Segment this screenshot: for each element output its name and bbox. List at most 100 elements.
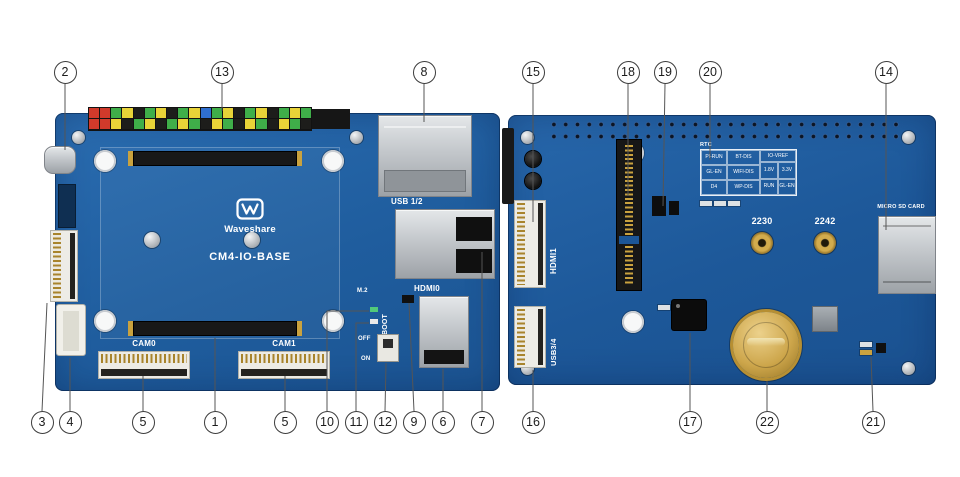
- gpio-pin: [200, 108, 211, 118]
- microsd-label: MICRO SD CARD: [877, 204, 925, 210]
- ic-pin1-dot: [676, 304, 680, 308]
- gpio-pin: [234, 108, 245, 118]
- standoff-2230-label: 2230: [751, 216, 773, 226]
- callout-19: 19: [653, 60, 677, 84]
- config-row: 1.8V 3.3V: [760, 162, 796, 179]
- inductor: [812, 306, 838, 332]
- gpio-pin: [222, 108, 234, 118]
- gpio-pin: [155, 108, 167, 118]
- callout-22: 22: [755, 410, 779, 434]
- resistor: [860, 342, 872, 347]
- capacitor: [525, 151, 541, 167]
- screw-hole: [521, 131, 534, 144]
- m2-socket: [617, 140, 641, 290]
- callout-6: 6: [431, 410, 455, 434]
- cam0-label: CAM0: [132, 339, 156, 348]
- config-row: GL-EN WIFI-DIS: [701, 165, 760, 180]
- component: [876, 343, 886, 353]
- ethernet-port: [378, 115, 472, 197]
- gpio-row-top: [89, 108, 312, 118]
- resistor: [700, 201, 712, 206]
- rtc-label: RTC: [700, 142, 712, 148]
- gpio-pin: [211, 108, 222, 118]
- boot-switch: [377, 334, 399, 362]
- waveshare-logo-icon: [236, 198, 264, 220]
- config-row: RUN GL-EN: [760, 178, 796, 195]
- ic-chip: [672, 300, 706, 330]
- config-table-left: PI-RUN BT-DIS GL-EN WIFI-DIS D4 WP-DIS: [701, 150, 760, 195]
- callout-7: 7: [470, 410, 494, 434]
- hdmi1-connector: [514, 200, 546, 288]
- standoff-hole: [622, 311, 644, 333]
- callout-17: 17: [678, 410, 702, 434]
- config-cell: WP-DIS: [727, 180, 760, 195]
- standoff-hole: [94, 310, 116, 332]
- on-label: ON: [361, 356, 371, 362]
- callout-5b: 5: [273, 410, 297, 434]
- battery-highlight: [747, 338, 785, 346]
- gpio-pin: [289, 119, 300, 129]
- callout-10: 10: [315, 410, 339, 434]
- gpio-pin: [245, 108, 256, 118]
- boot-label: BOOT: [382, 313, 389, 335]
- battery-cell-ring: [743, 322, 789, 368]
- gpio-pin: [122, 108, 133, 118]
- config-table: PI-RUN BT-DIS GL-EN WIFI-DIS D4 WP-DIS I…: [700, 149, 797, 196]
- screw-hole: [902, 131, 915, 144]
- gpio-pin: [300, 119, 312, 129]
- cam0-connector: [98, 351, 190, 379]
- callout-13: 13: [210, 60, 234, 84]
- gpio-pin: [256, 119, 267, 129]
- ethernet-port-face: [384, 170, 466, 192]
- callout-12: 12: [373, 410, 397, 434]
- gpio-pin: [267, 119, 278, 129]
- config-row: PI-RUN BT-DIS: [701, 150, 760, 165]
- edge-connector: [502, 128, 514, 204]
- standoff-hole: [322, 150, 344, 172]
- cm4-b2b-connector-bottom: [128, 321, 302, 336]
- config-cell: GL-EN: [701, 165, 727, 180]
- gpio-pin: [133, 119, 144, 129]
- usb12-label: USB 1/2: [391, 197, 423, 206]
- callout-20: 20: [698, 60, 722, 84]
- config-cell: 3.3V: [778, 162, 796, 179]
- capacitor: [525, 173, 541, 189]
- usbc-port: [44, 146, 76, 174]
- usb-slot: [456, 249, 492, 273]
- standoff-hole: [94, 150, 116, 172]
- screw-hole: [350, 131, 363, 144]
- usb34-label: USB3/4: [549, 338, 558, 366]
- gpio-pin: [300, 108, 312, 118]
- pwr-led: [370, 319, 378, 324]
- config-cell: PI-RUN: [701, 150, 727, 165]
- gpio-pin: [289, 108, 300, 118]
- standoff-hole: [322, 310, 344, 332]
- jumper-block: [652, 196, 666, 216]
- mid-standoff: [144, 232, 160, 248]
- gpio-pin: [178, 119, 189, 129]
- gpio-pin: [111, 119, 122, 129]
- gpio-pin: [167, 119, 178, 129]
- touch-connector-slot: [63, 311, 79, 351]
- gpio-pin: [178, 108, 189, 118]
- config-row: D4 WP-DIS: [701, 180, 760, 195]
- config-cell: BT-DIS: [727, 150, 760, 165]
- gpio-pin: [222, 119, 234, 129]
- touch-connector: [56, 304, 86, 356]
- gpio-header: [88, 107, 312, 131]
- screw-hole: [72, 131, 85, 144]
- mid-standoff: [244, 232, 260, 248]
- config-table-right: IO-VREF 1.8V 3.3V RUN GL-EN: [760, 150, 796, 195]
- boot-switch-slider: [383, 339, 393, 348]
- gpio-pin: [189, 108, 200, 118]
- usb12-port: [395, 209, 495, 279]
- usb-slot: [456, 217, 492, 241]
- microsd-slot-seam: [883, 281, 931, 283]
- gpio-pin: [234, 119, 245, 129]
- usb34-connector: [514, 306, 546, 368]
- jumper-block: [669, 201, 679, 215]
- hdmi-port-opening: [424, 350, 464, 364]
- esd-chip: [402, 295, 414, 303]
- microsd-slot: [878, 216, 936, 294]
- gpio-pin: [278, 108, 289, 118]
